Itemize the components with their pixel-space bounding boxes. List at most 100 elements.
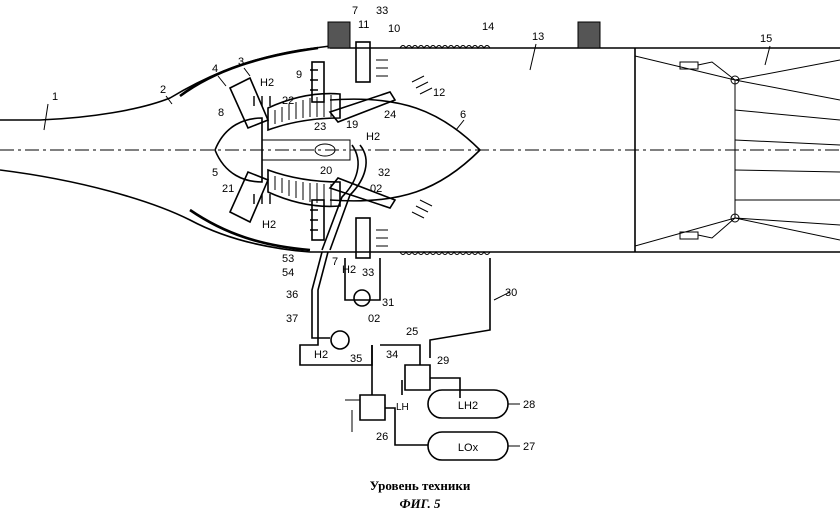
o2-label: 02 xyxy=(370,183,382,195)
ref-number: 31 xyxy=(382,297,394,309)
combustor-upper xyxy=(267,92,341,132)
ref-number: 7 xyxy=(352,5,358,17)
ref-number: 36 xyxy=(286,289,298,301)
pipe-30 xyxy=(429,258,491,358)
ref-number: 19 xyxy=(346,119,358,131)
ref-number: 33 xyxy=(376,5,388,17)
ref-number: 35 xyxy=(350,353,362,365)
h2-injection-arrows xyxy=(253,69,318,231)
ref-number: 8 xyxy=(218,107,224,119)
central-shaft xyxy=(262,139,351,161)
hydrogen-line-32 xyxy=(329,144,367,251)
h2-label: H2 xyxy=(262,219,276,231)
pump-35 xyxy=(330,330,350,350)
ref-number: 54 xyxy=(282,267,294,279)
pipe-34 xyxy=(380,344,421,365)
ref-number: 15 xyxy=(760,33,772,45)
ref-number: 23 xyxy=(314,121,326,133)
actuator-link xyxy=(697,61,736,81)
vent-marks-12 xyxy=(411,75,433,95)
nozzle-ray xyxy=(734,139,840,146)
lh2-tank-label: LH2 xyxy=(458,400,478,412)
ref-number: 29 xyxy=(437,355,449,367)
ref-number: 3 xyxy=(238,56,244,68)
pipe-to-lh2 xyxy=(430,377,461,398)
ref-number: 37 xyxy=(286,313,298,325)
nozzle-ray xyxy=(734,79,840,101)
h2-label: H2 xyxy=(366,131,380,143)
ref-number: 53 xyxy=(282,253,294,265)
ref-number: 9 xyxy=(296,69,302,81)
h2-label: H2 xyxy=(342,264,356,276)
actuator xyxy=(679,61,699,70)
figure-number: ФИГ. 5 xyxy=(399,496,441,511)
nozzle-ray xyxy=(734,169,840,173)
ref-number: 20 xyxy=(320,165,332,177)
vent-marks-lower xyxy=(411,199,433,219)
injector-33-lower xyxy=(355,217,371,259)
spinner xyxy=(214,117,263,183)
nacelle-lower-wall xyxy=(189,208,311,252)
ref-number: 10 xyxy=(388,23,400,35)
combustor-lower xyxy=(267,168,341,208)
ref-number: 7 xyxy=(332,256,338,268)
lox-tank-number: 27 xyxy=(523,441,535,453)
ref-number: 25 xyxy=(406,326,418,338)
turbopump-29 xyxy=(404,364,431,391)
o2-label: 02 xyxy=(368,313,380,325)
lh2-tank-number: 28 xyxy=(523,399,535,411)
ref-number: 5 xyxy=(212,167,218,179)
tail-cone xyxy=(329,98,482,202)
nozzle-ray xyxy=(734,217,840,226)
heater-coil-bottom xyxy=(399,251,491,255)
h2-label: H2 xyxy=(260,77,274,89)
mount-block-rear xyxy=(577,21,601,49)
nozzle-ray xyxy=(734,109,840,121)
shaft-bearing xyxy=(314,143,336,157)
figure-caption: Уровень техники xyxy=(369,478,471,493)
spray-marks xyxy=(376,59,388,77)
h2-label: H2 xyxy=(314,349,328,361)
ref-number: 33 xyxy=(362,267,374,279)
ref-number: 4 xyxy=(212,63,218,75)
oxygen-line xyxy=(321,144,359,251)
strut-upper xyxy=(328,91,397,123)
spray-marks xyxy=(376,229,388,247)
reference-numbers: 1 2 3 4 5 6 7 7 8 9 10 11 12 13 14 15 19… xyxy=(52,5,772,443)
ref-number: 11 xyxy=(358,19,369,31)
inlet-cowl-top xyxy=(0,45,331,121)
nacelle-upper-wall xyxy=(179,46,319,98)
pipe-25 xyxy=(311,251,330,339)
leader-lines xyxy=(43,43,771,301)
ref-number: 24 xyxy=(384,109,396,121)
strut-lower xyxy=(328,177,397,209)
ref-number: 12 xyxy=(433,87,445,99)
ref-number: 22 xyxy=(282,95,294,107)
pump-31 xyxy=(353,289,371,307)
ref-number: 34 xyxy=(386,349,398,361)
ref-number: 2 xyxy=(160,84,166,96)
ref-number: 30 xyxy=(505,287,517,299)
ref-number: 1 xyxy=(52,91,58,103)
pipe-h2-loop xyxy=(344,258,381,301)
injector-9 xyxy=(311,61,325,103)
nozzle-lower xyxy=(634,217,840,247)
ref-number: 14 xyxy=(482,21,494,33)
ref-number: 13 xyxy=(532,31,544,43)
lh-label: LH xyxy=(396,402,409,413)
lox-tank-label: LOx xyxy=(458,442,479,454)
heater-coil-top xyxy=(399,45,491,49)
nozzle-hinge xyxy=(730,213,740,223)
actuator-link xyxy=(697,217,736,239)
injector-10 xyxy=(355,41,371,83)
turbopump-26-shaft xyxy=(345,399,360,432)
ref-number: 21 xyxy=(222,183,234,195)
inlet-cowl-bottom xyxy=(0,169,311,253)
turbopump-26 xyxy=(359,394,386,421)
nozzle-hinge xyxy=(730,75,740,85)
ref-number: 32 xyxy=(378,167,390,179)
pipe-to-lox xyxy=(385,407,428,446)
ref-number: 26 xyxy=(376,431,388,443)
mount-block-front xyxy=(327,21,351,49)
